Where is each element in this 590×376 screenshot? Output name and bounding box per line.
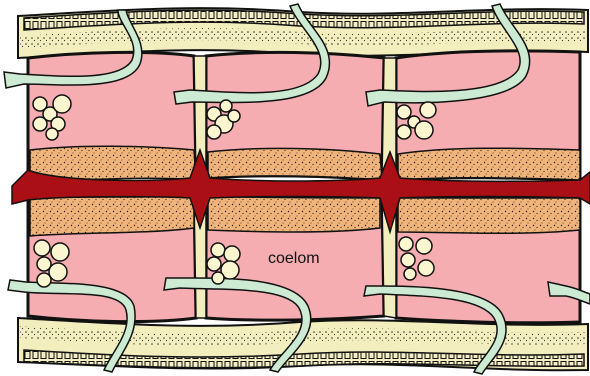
coelom-label: coelom	[268, 250, 320, 267]
lower-gut-wall	[30, 196, 580, 236]
upper-gut-wall	[30, 146, 580, 182]
